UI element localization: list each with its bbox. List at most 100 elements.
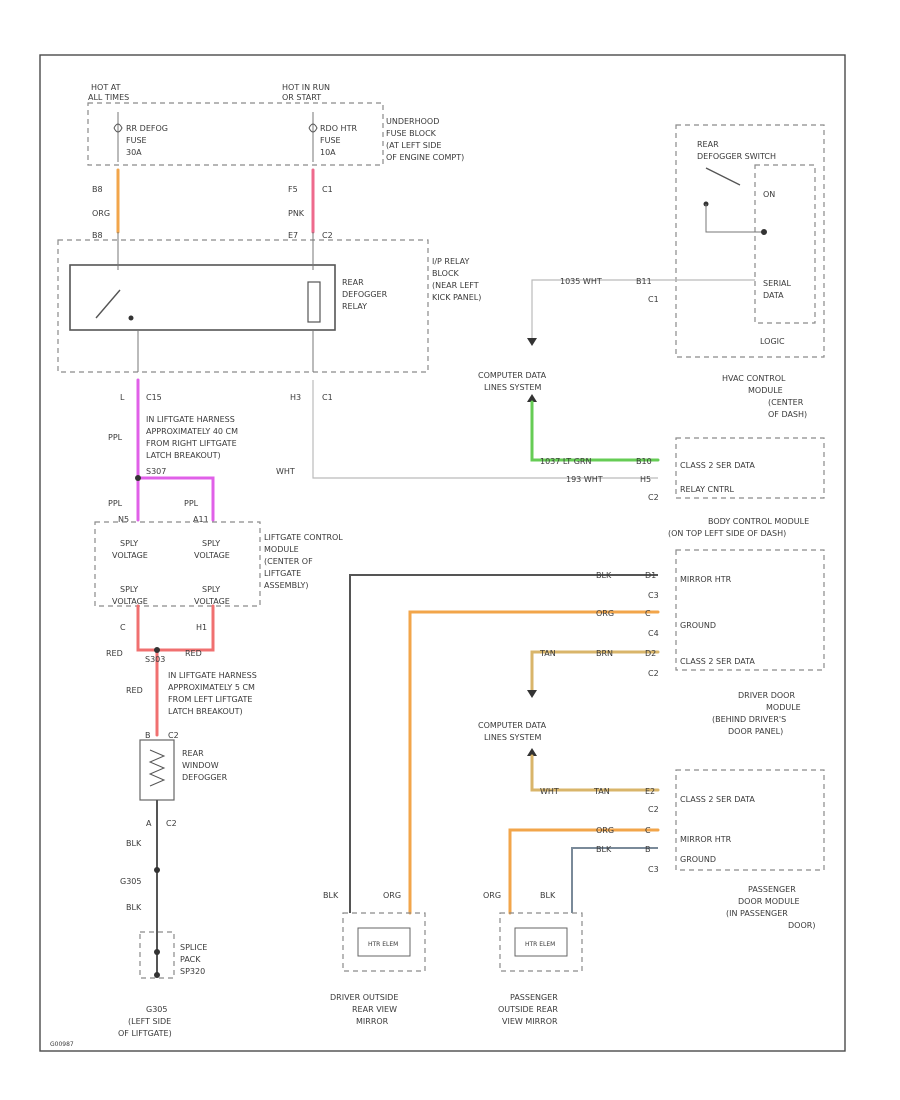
- class2-driver-label: CLASS 2 SER DATA: [680, 657, 755, 666]
- pin-f5: F5: [288, 185, 298, 194]
- rr-defog-fuse-label: RR DEFOG: [126, 124, 168, 133]
- pin-d1: D1: [645, 571, 656, 580]
- wire-tan-driver-label: TAN: [539, 649, 556, 658]
- wire-org-driver-label: ORG: [596, 609, 614, 618]
- driver-outside-mirror: HTR ELEM: [342, 912, 426, 972]
- wire-org-passenger-mirror-label: ORG: [483, 891, 501, 900]
- bcm-label-2: (ON TOP LEFT SIDE OF DASH): [668, 529, 786, 538]
- splice-pack-label: SPLICE: [180, 943, 207, 952]
- heater-grid-icon: [148, 749, 166, 787]
- mirror-htr-driver-label: MIRROR HTR: [680, 575, 732, 584]
- ground-g305-dot: [154, 867, 160, 873]
- liftgate-harness-note: IN LIFTGATE HARNESS: [146, 415, 235, 424]
- pin-h5: H5: [640, 475, 651, 484]
- serial-data-label-2: DATA: [763, 291, 784, 300]
- relay-label-3: RELAY: [342, 302, 367, 311]
- underhood-label: UNDERHOOD: [386, 117, 439, 126]
- wire-wht-serial: [531, 279, 755, 338]
- ip-relay-block-label: I/P RELAY: [432, 257, 470, 266]
- sply-voltage-4: SPLY: [202, 585, 220, 594]
- passenger-door-module: CLASS 2 SER DATA MIRROR HTR GROUND: [675, 769, 825, 871]
- passenger-door-module-label-4: DOOR): [788, 921, 815, 930]
- ground-driver-label: GROUND: [680, 621, 716, 630]
- pin-e2: E2: [645, 787, 655, 796]
- pin-a11: A11: [193, 515, 209, 524]
- pin-c1-hvac: C1: [648, 295, 659, 304]
- rdo-htr-fuse-label: RDO HTR: [320, 124, 357, 133]
- driver-mirror-label-2: REAR VIEW: [352, 1005, 397, 1014]
- liftgate-harness-note-4: LATCH BREAKOUT): [146, 451, 221, 460]
- serial-data-label: SERIAL: [763, 279, 792, 288]
- wire-red-left-label: RED: [106, 649, 123, 658]
- relay-label: REAR: [342, 278, 364, 287]
- liftgate-harness-note-3: FROM RIGHT LIFTGATE: [146, 439, 237, 448]
- wire-ppl-branch: [136, 476, 215, 522]
- wire-blk-label-1: BLK: [126, 839, 142, 848]
- pin-b8-top: B8: [92, 185, 103, 194]
- hot-in-run-label-2: OR START: [282, 93, 321, 102]
- wire-ppl-left-label: PPL: [108, 499, 123, 508]
- defogger-label: REAR: [182, 749, 204, 758]
- ground-location-label-2: (LEFT SIDE: [128, 1017, 171, 1026]
- wire-blk-driver-label: BLK: [596, 571, 612, 580]
- ip-relay-block-label-3: (NEAR LEFT: [432, 281, 479, 290]
- sply-voltage-2: SPLY: [202, 539, 220, 548]
- driver-door-module-label-2: MODULE: [766, 703, 801, 712]
- hvac-control-module: REAR DEFOGGER SWITCH ON SERIAL DATA LOGI…: [675, 124, 825, 358]
- splice-pack-label-2: PACK: [180, 955, 201, 964]
- hot-at-all-times-label-2: ALL TIMES: [88, 93, 129, 102]
- liftgate-harness-note-b2: APPROXIMATELY 5 CM: [168, 683, 255, 692]
- ip-relay-block-label-4: KICK PANEL): [432, 293, 481, 302]
- hot-at-all-times-label: HOT AT: [91, 83, 121, 92]
- sply-voltage-4b: VOLTAGE: [194, 597, 230, 606]
- wire-wht-passenger-label: WHT: [540, 787, 559, 796]
- wire-pnk-label: PNK: [288, 209, 305, 218]
- pin-c2-driver: C2: [648, 669, 659, 678]
- pin-c-driver: C: [645, 609, 651, 618]
- pin-b8-bottom: B8: [92, 231, 103, 240]
- underhood-fuse-block: HOT AT ALL TIMES HOT IN RUN OR START RR …: [87, 83, 464, 166]
- splice-pack-label-3: SP320: [180, 967, 205, 976]
- driver-door-module: MIRROR HTR GROUND CLASS 2 SER DATA: [675, 549, 825, 671]
- passenger-door-module-label-3: (IN PASSENGER: [726, 909, 788, 918]
- wire-org-passenger-label: ORG: [596, 826, 614, 835]
- driver-mirror-label-3: MIRROR: [356, 1017, 389, 1026]
- sply-voltage-2b: VOLTAGE: [194, 551, 230, 560]
- sply-voltage-1: SPLY: [120, 539, 138, 548]
- pin-c2-top: C2: [322, 231, 333, 240]
- ground-g305-label: G305: [120, 877, 141, 886]
- passenger-mirror-label-2: OUTSIDE REAR: [498, 1005, 558, 1014]
- wire-grn-label: 1037 LT GRN: [540, 457, 591, 466]
- lcm-label-2: MODULE: [264, 545, 299, 554]
- pin-c-passenger: C: [645, 826, 651, 835]
- switch-on-label: ON: [763, 190, 775, 199]
- pin-c2-bcm: C2: [648, 493, 659, 502]
- passenger-mirror-label: PASSENGER: [510, 993, 558, 1002]
- pin-a: A: [146, 819, 152, 828]
- computer-data-label-2: LINES SYSTEM: [484, 383, 541, 392]
- arrow-down-icon-2: [527, 690, 537, 698]
- passenger-mirror-label-3: VIEW MIRROR: [502, 1017, 558, 1026]
- passenger-door-module-label: PASSENGER: [748, 885, 796, 894]
- rdo-htr-fuse-label-2: FUSE: [320, 136, 341, 145]
- sply-voltage-3: SPLY: [120, 585, 138, 594]
- liftgate-control-module: SPLY VOLTAGE SPLY VOLTAGE SPLY VOLTAGE S…: [94, 521, 343, 607]
- wire-org-driver-mirror-label: ORG: [383, 891, 401, 900]
- hvac-switch-contact: [705, 167, 741, 186]
- pin-c15: C15: [146, 393, 162, 402]
- mirror-htr-passenger-label: MIRROR HTR: [680, 835, 732, 844]
- pin-e7: E7: [288, 231, 298, 240]
- mirror-heater-element-passenger: HTR ELEM: [525, 941, 555, 948]
- wire-blk-label-2: BLK: [126, 903, 142, 912]
- wire-brn-driver-label: BRN: [596, 649, 613, 658]
- pin-b: B: [145, 731, 151, 740]
- splice-s307-label: S307: [146, 467, 166, 476]
- wire-wht-relay-control: [312, 380, 658, 479]
- lcm-label-3: (CENTER OF: [264, 557, 313, 566]
- wire-ppl-right-label: PPL: [184, 499, 199, 508]
- hvac-module-label-3: (CENTER: [768, 398, 804, 407]
- underhood-label-4: OF ENGINE COMPT): [386, 153, 464, 162]
- hvac-module-label: HVAC CONTROL: [722, 374, 786, 383]
- rr-defog-fuse-label-2: FUSE: [126, 136, 147, 145]
- body-control-module: CLASS 2 SER DATA RELAY CNTRL: [675, 437, 825, 499]
